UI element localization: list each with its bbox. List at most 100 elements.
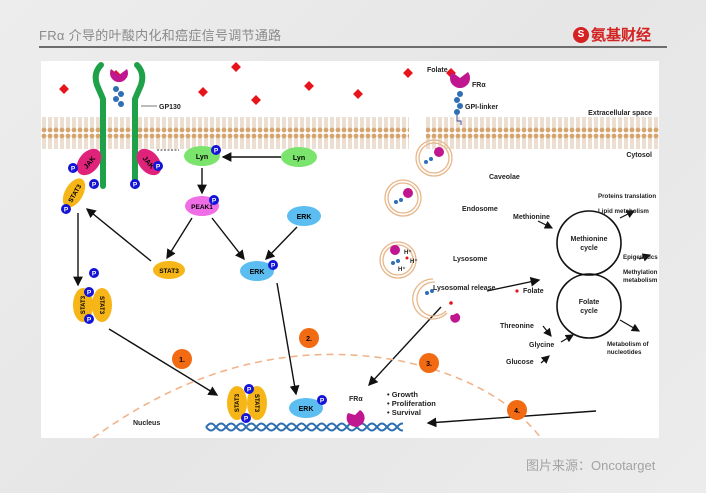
pathway-badge-1: 1. bbox=[172, 349, 192, 369]
stat3-free: STAT3 bbox=[153, 261, 185, 279]
stat3-bound: STAT3 bbox=[62, 178, 86, 208]
pathway-badge-4: 4. bbox=[507, 400, 527, 420]
lysosomal-release-vesicle bbox=[412, 278, 519, 323]
phospho-tag: P bbox=[89, 179, 99, 189]
h-plus-3: H⁺ bbox=[398, 266, 406, 273]
svg-text:P: P bbox=[212, 197, 217, 204]
svg-text:Lyn: Lyn bbox=[293, 155, 305, 162]
svg-text:4.: 4. bbox=[514, 408, 520, 415]
cytosol-label: Cytosol bbox=[626, 152, 652, 159]
phospho-tag: P bbox=[241, 413, 251, 423]
lysosome-vesicle bbox=[379, 241, 417, 279]
fra-nucleus-label: FRα bbox=[349, 396, 363, 403]
caveolae-label: Caveolae bbox=[489, 174, 520, 181]
metabolic-arrows bbox=[537, 210, 652, 364]
svg-text:Lyn: Lyn bbox=[196, 154, 208, 161]
folate-molecule bbox=[251, 95, 261, 105]
svg-text:ERK: ERK bbox=[299, 406, 314, 413]
brand-icon: S bbox=[573, 26, 589, 43]
erk-free: ERK bbox=[287, 206, 321, 226]
pathway-badge-3: 3. bbox=[419, 353, 439, 373]
dna-helix bbox=[205, 422, 404, 432]
methionine-cycle-label-1: Methionine bbox=[571, 236, 608, 243]
phospho-tag: P bbox=[68, 163, 78, 173]
svg-text:P: P bbox=[92, 270, 97, 277]
folate-molecule bbox=[353, 89, 363, 99]
phospho-tag: P bbox=[244, 384, 254, 394]
lysosome-label: Lysosome bbox=[453, 256, 487, 263]
proteins-translation-label: Proteins translation bbox=[598, 193, 656, 200]
erk-phospho: ERK bbox=[240, 261, 274, 281]
svg-text:P: P bbox=[244, 415, 249, 422]
phospho-tag: P bbox=[268, 260, 278, 270]
svg-text:P: P bbox=[156, 163, 161, 170]
phospho-tag: P bbox=[84, 314, 94, 324]
svg-text:P: P bbox=[320, 397, 325, 404]
fra-nucleus-icon bbox=[346, 410, 365, 427]
folate-cycle-label-1: Folate bbox=[579, 299, 600, 306]
svg-text:STAT3: STAT3 bbox=[98, 296, 104, 315]
endosome-vesicle bbox=[384, 179, 422, 217]
extracellular-label: Extracellular space bbox=[588, 110, 652, 117]
growth-label: Growth bbox=[392, 390, 419, 399]
svg-text:P: P bbox=[247, 386, 252, 393]
dna-strand bbox=[205, 422, 404, 432]
nuclear-envelope bbox=[92, 353, 542, 439]
folate-molecules bbox=[59, 62, 467, 105]
title-divider bbox=[39, 46, 667, 48]
survival-label: Survival bbox=[392, 408, 421, 417]
methionine-label: Methionine bbox=[513, 214, 550, 221]
lipid-metabolism-label: Lipid metabolism bbox=[598, 208, 649, 215]
methionine-cycle bbox=[556, 210, 622, 276]
phospho-tag: P bbox=[153, 161, 163, 171]
svg-text:STAT3: STAT3 bbox=[253, 394, 259, 413]
folate-molecule bbox=[198, 87, 208, 97]
phospho-tag: P bbox=[317, 395, 327, 405]
folate-release-label: Folate bbox=[523, 288, 544, 295]
svg-text:STAT3: STAT3 bbox=[81, 295, 87, 314]
phospho-tag: P bbox=[84, 287, 94, 297]
methylation-label-1: Methylation bbox=[623, 269, 658, 276]
nucleotides-label-1: Metabolism of bbox=[607, 341, 650, 348]
nucleotides-label-2: nucleotides bbox=[607, 349, 642, 356]
svg-text:ERK: ERK bbox=[297, 214, 312, 221]
svg-text:PEAK1: PEAK1 bbox=[191, 204, 213, 211]
methionine-cycle-label-2: cycle bbox=[580, 245, 598, 252]
svg-text:3.: 3. bbox=[426, 361, 432, 368]
stat3-dimer-nucleus: STAT3 STAT3 bbox=[227, 386, 267, 420]
folate-molecule bbox=[59, 84, 69, 94]
svg-text:• Survival: • Survival bbox=[387, 408, 421, 417]
brand-name: 氨基财经 bbox=[591, 26, 652, 44]
folate-molecule bbox=[231, 62, 241, 72]
phospho-tag: P bbox=[89, 268, 99, 278]
endosome-label: Endosome bbox=[462, 206, 498, 213]
svg-text:P: P bbox=[133, 181, 138, 188]
glycine-label: Glycine bbox=[529, 342, 554, 349]
folate-molecule bbox=[304, 81, 314, 91]
image-source: 图片来源：Oncotarget bbox=[526, 458, 656, 473]
folate-molecule bbox=[403, 68, 413, 78]
dna-strand bbox=[205, 422, 404, 432]
svg-text:P: P bbox=[87, 316, 92, 323]
gp130-receptor: GP130 bbox=[92, 62, 181, 189]
threonine-label: Threonine bbox=[500, 323, 534, 330]
signaling-diagram: GP130 JAK JAK STAT3 Lyn Lyn PEAK1 ERK ST… bbox=[41, 61, 659, 439]
svg-text:P: P bbox=[92, 181, 97, 188]
brand-logo: S 氨基财经 bbox=[573, 24, 651, 45]
proliferation-label: Proliferation bbox=[392, 399, 437, 408]
svg-text:P: P bbox=[64, 206, 69, 213]
phospho-tag: P bbox=[209, 195, 219, 205]
svg-text:STAT3: STAT3 bbox=[159, 268, 179, 275]
lyn-phospho: Lyn bbox=[184, 146, 220, 166]
svg-text:• Growth: • Growth bbox=[387, 390, 418, 399]
svg-text:STAT3: STAT3 bbox=[235, 393, 241, 412]
signaling-arrows bbox=[73, 152, 597, 428]
folate-label: Folate bbox=[427, 67, 448, 74]
folate-cycle-label-2: cycle bbox=[580, 308, 598, 315]
fra-label: FRα bbox=[472, 82, 486, 89]
svg-text:ERK: ERK bbox=[250, 269, 265, 276]
nucleus-label: Nucleus bbox=[133, 420, 160, 427]
svg-text:P: P bbox=[71, 165, 76, 172]
svg-text:2.: 2. bbox=[306, 336, 312, 343]
